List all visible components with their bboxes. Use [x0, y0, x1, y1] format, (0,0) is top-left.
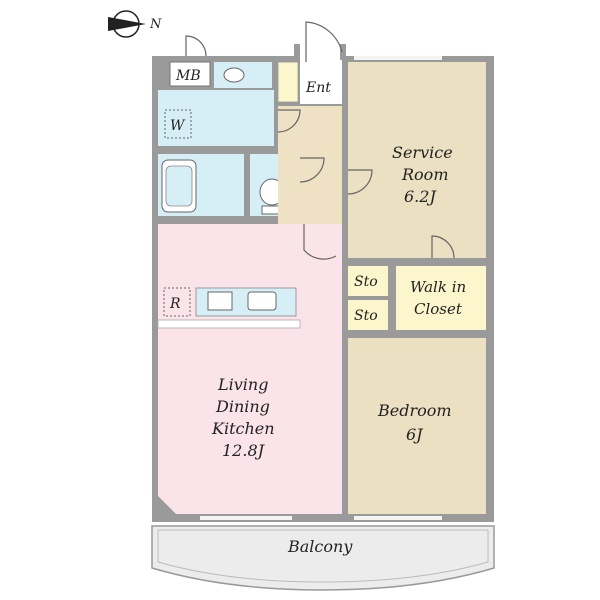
counter-wall — [157, 319, 301, 329]
service-room-label-1: Service — [392, 143, 453, 162]
entrance-notch-wall-l — [294, 44, 300, 62]
ldk-label-1: Living — [217, 375, 268, 394]
shoe-storage — [277, 61, 299, 103]
hallway-floor — [278, 106, 342, 224]
ldk-label-3: Kitchen — [211, 419, 275, 438]
service-room-size: 6.2J — [404, 187, 437, 206]
service-room-label-2: Room — [401, 165, 448, 184]
walk-in-closet-label-1: Walk in — [410, 278, 466, 296]
hallway-lower — [298, 224, 342, 244]
storage-1-label: Sto — [354, 274, 378, 290]
bedroom-size: 6J — [406, 425, 424, 444]
service-room-door-icon — [347, 169, 373, 195]
washer-box — [164, 109, 192, 139]
bedroom-label: Bedroom — [377, 401, 452, 420]
fridge-label: R — [169, 296, 181, 312]
balcony-rail — [157, 529, 489, 583]
compass-arrow-icon — [108, 17, 146, 31]
sink-icon — [223, 67, 245, 83]
entrance-notch-wall-r — [340, 44, 346, 62]
window-bedroom — [354, 516, 442, 520]
window-service — [354, 56, 442, 60]
walk-in-closet-floor — [396, 266, 486, 330]
compass-north-label: N — [149, 17, 162, 32]
stove-icon — [207, 291, 233, 311]
entrance-floor — [300, 60, 342, 104]
toilet-door-icon — [299, 157, 325, 183]
ldk-door-icon — [303, 224, 337, 260]
mb-box — [169, 61, 211, 87]
mb-door-icon — [185, 35, 207, 57]
walk-in-closet-label-2: Closet — [414, 300, 463, 318]
storage-2-floor — [348, 300, 388, 330]
balcony-floor — [151, 525, 495, 591]
ldk-size: 12.8J — [222, 441, 266, 460]
entrance-label: Ent — [305, 80, 331, 96]
mb-label: MB — [175, 68, 201, 84]
ldk-label-2: Dining — [215, 397, 270, 416]
storage-1-floor — [348, 266, 388, 296]
entrance-door-icon — [305, 21, 343, 62]
balcony-label: Balcony — [287, 537, 353, 556]
washer-label: W — [170, 118, 186, 134]
service-room-floor — [348, 62, 486, 258]
storage-2-label: Sto — [354, 308, 378, 324]
bathtub-inner — [165, 165, 193, 207]
window-ldk — [200, 516, 292, 520]
ldk-floor — [158, 224, 342, 514]
compass: N — [108, 10, 162, 38]
closet-door-icon — [431, 235, 455, 259]
kitchen-sink-icon — [247, 291, 277, 311]
bedroom-floor — [348, 338, 486, 514]
washroom-floor — [158, 90, 274, 146]
washroom-door-icon — [277, 109, 301, 133]
entrance-notch — [296, 44, 344, 60]
fridge-box — [163, 287, 191, 317]
